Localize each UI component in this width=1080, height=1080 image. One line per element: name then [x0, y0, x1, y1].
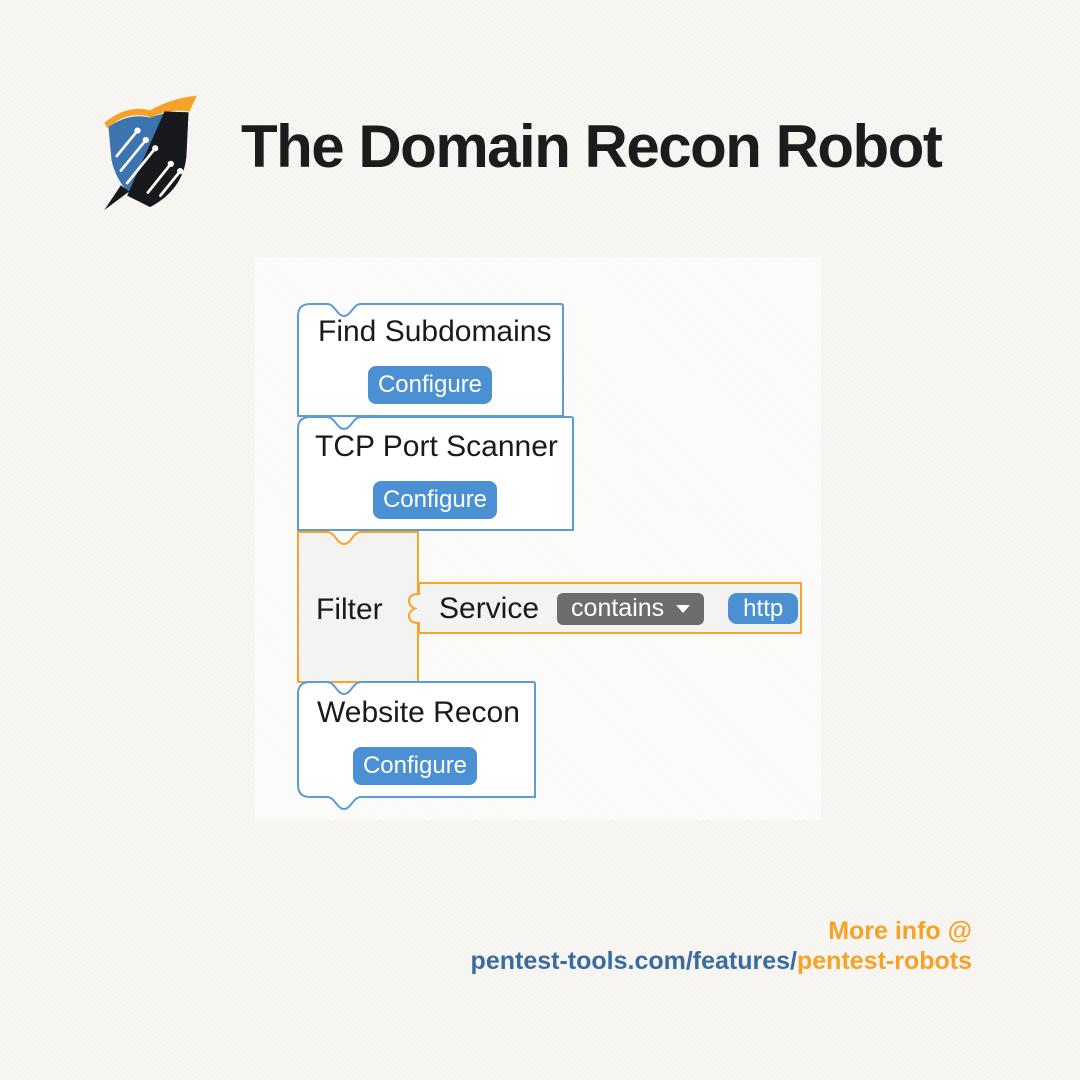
configure-button[interactable]: Configure — [373, 481, 497, 519]
block-outline — [297, 531, 419, 683]
condition-field-label: Service — [439, 591, 540, 625]
condition-operator-dropdown[interactable]: contains — [557, 592, 705, 625]
configure-button[interactable]: Configure — [353, 747, 477, 785]
footer-url: pentest-tools.com/features/pentest-robot… — [471, 946, 972, 976]
block-filter[interactable]: Filter — [297, 531, 419, 683]
condition-value-chip[interactable]: http — [728, 593, 799, 624]
footer-url-base: pentest-tools.com/features/ — [470, 947, 797, 975]
pentest-tools-shield-logo — [104, 95, 197, 211]
block-label: TCP Port Scanner — [315, 430, 558, 463]
configure-button[interactable]: Configure — [368, 366, 492, 404]
block-filter-condition[interactable]: Service contains http — [404, 582, 804, 635]
footer: More info @ pentest-tools.com/features/p… — [471, 916, 972, 976]
block-outline — [297, 303, 564, 417]
block-website-recon[interactable]: Website Recon Configure — [297, 681, 537, 813]
block-find-subdomains[interactable]: Find Subdomains Configure — [297, 303, 565, 417]
dropdown-selected-value: contains — [571, 594, 665, 622]
condition-value-text: http — [743, 594, 784, 622]
caret-down-icon — [676, 604, 691, 613]
block-label: Filter — [316, 593, 383, 626]
footer-more-info: More info @ — [828, 917, 972, 945]
block-label: Website Recon — [317, 696, 520, 729]
footer-url-highlight: pentest-robots — [797, 947, 972, 975]
page-title: The Domain Recon Robot — [241, 113, 943, 180]
block-tcp-port-scanner[interactable]: TCP Port Scanner Configure — [297, 416, 575, 531]
block-outline — [297, 416, 574, 531]
block-label: Find Subdomains — [318, 315, 552, 348]
